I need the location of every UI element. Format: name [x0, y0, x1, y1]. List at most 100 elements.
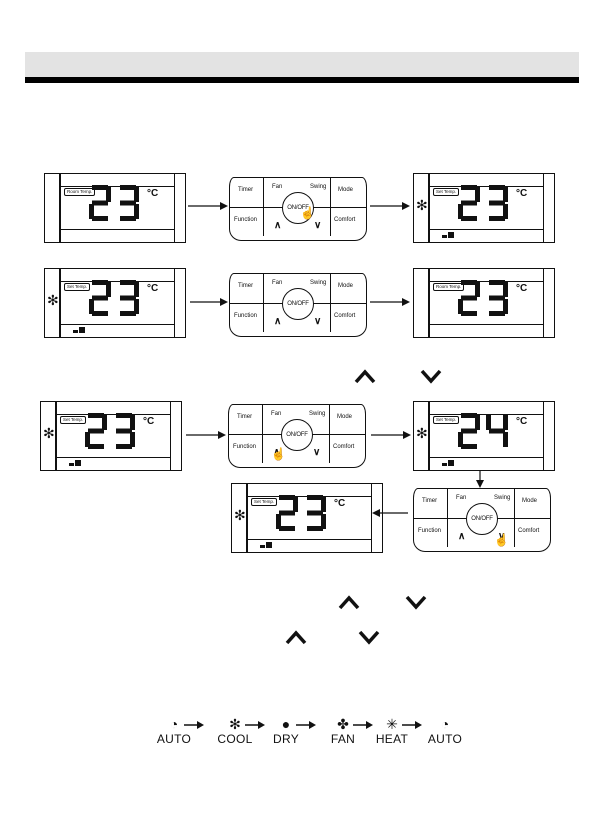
timer-key: Timer: [238, 283, 254, 289]
lcd-display: Set Temp.°C✻: [413, 401, 555, 471]
mode-label: FAN: [330, 732, 356, 746]
temperature-digits: [458, 413, 508, 449]
flow-arrow-down: [476, 470, 484, 488]
function-key: Function: [418, 528, 442, 534]
flow-arrow-right: [370, 298, 410, 306]
temp-tag: Room Temp.: [433, 283, 465, 291]
seven-segment-digit: [276, 495, 298, 531]
down-key-icon: ∨: [314, 220, 322, 231]
celsius-unit: °C: [516, 283, 528, 294]
comfort-key: Comfort: [334, 217, 356, 223]
celsius-unit: °C: [516, 188, 528, 199]
mode-key: Mode: [338, 187, 354, 193]
snowflake-icon: ✻: [47, 292, 59, 308]
mode-item: ◔AUTO: [423, 716, 467, 746]
lcd-display: Room Temp.°C: [44, 173, 186, 243]
comfort-key: Comfort: [333, 444, 355, 450]
section-header-rule: [25, 77, 579, 83]
timer-key: Timer: [238, 187, 254, 193]
mode-label: COOL: [217, 732, 253, 746]
onoff-key: ON/OFF: [466, 503, 498, 535]
fan-key: Fan: [272, 280, 283, 286]
lcd-display: Set Temp. °C ✻: [44, 268, 186, 338]
snowflake-icon: ✻: [416, 197, 428, 213]
temp-tag: Set Temp.: [60, 416, 87, 424]
timer-key: Timer: [422, 498, 438, 504]
temperature-digits: [89, 280, 139, 316]
mode-label: AUTO: [156, 732, 192, 746]
comfort-key: Comfort: [518, 528, 540, 534]
flow-arrow-left: [372, 509, 408, 517]
mode-item: ●DRY: [264, 716, 308, 746]
seven-segment-digit: [120, 185, 139, 221]
pointing-hand-icon: ☝: [300, 206, 315, 220]
temperature-digits: [89, 185, 139, 221]
down-chevron-icon: [405, 595, 427, 610]
pointing-hand-icon: ☝: [271, 447, 286, 461]
sun-icon: ✳: [386, 716, 398, 732]
seven-segment-digit: [85, 413, 107, 449]
mode-key: Mode: [337, 414, 353, 420]
mode-item: ✤FAN: [321, 716, 365, 746]
seven-segment-digit: [307, 495, 326, 531]
temp-tag: Set Temp.: [64, 283, 91, 291]
celsius-unit: °C: [334, 498, 346, 509]
flow-arrow-right: [370, 202, 410, 210]
lcd-display: Set Temp.°C✻: [231, 483, 383, 553]
down-key-icon: ∨: [313, 447, 321, 458]
snowflake-icon: ✻: [43, 425, 55, 441]
seven-segment-digit: [89, 280, 111, 316]
pointing-hand-icon: ☝: [494, 533, 509, 547]
seven-segment-digit: [458, 413, 480, 449]
fan-key: Fan: [456, 495, 467, 501]
up-chevron-icon: [285, 630, 307, 645]
temperature-digits: [458, 280, 508, 316]
flow-arrow-right: [188, 202, 228, 210]
up-key-icon: ∧: [458, 531, 466, 542]
seven-segment-digit: [116, 413, 135, 449]
up-key-icon: ∧: [273, 447, 281, 458]
mode-item: ◔AUTO: [152, 716, 196, 746]
section-header-bar: [25, 52, 579, 77]
mode-next-arrow-icon: [245, 721, 265, 729]
mode-next-arrow-icon: [296, 721, 316, 729]
function-key: Function: [234, 217, 258, 223]
up-chevron-icon: [354, 369, 376, 384]
fan-icon: ✤: [337, 716, 349, 732]
seven-segment-digit: [458, 280, 480, 316]
snowflake-icon: ✻: [416, 425, 428, 441]
temperature-digits: [85, 413, 135, 449]
celsius-unit: °C: [147, 188, 159, 199]
fan-speed-bars-icon: [260, 542, 272, 548]
mode-label: AUTO: [427, 732, 463, 746]
mode-next-arrow-icon: [402, 721, 422, 729]
fan-speed-bars-icon: [69, 460, 81, 466]
onoff-key: ON/OFF: [282, 288, 314, 320]
mode-key: Mode: [338, 283, 354, 289]
mode-next-arrow-icon: [353, 721, 373, 729]
mode-item: ✳HEAT: [370, 716, 414, 746]
fan-speed-bars-icon: [442, 232, 454, 238]
temperature-digits: [458, 185, 508, 221]
down-key-icon: ∨: [314, 316, 322, 327]
swing-key: Swing: [309, 411, 326, 417]
flow-arrow-right: [186, 431, 226, 439]
comfort-key: Comfort: [334, 313, 356, 319]
onoff-key: ON/OFF: [282, 192, 314, 224]
temp-tag: Set Temp.: [433, 188, 460, 196]
swing-key: Swing: [310, 184, 327, 190]
temperature-digits: [276, 495, 326, 531]
seven-segment-digit: [486, 415, 508, 447]
fan-key: Fan: [272, 184, 283, 190]
mode-item: ✻COOL: [213, 716, 257, 746]
seven-segment-digit: [489, 280, 508, 316]
celsius-unit: °C: [516, 416, 528, 427]
fan-speed-bars-icon: [73, 327, 85, 333]
celsius-unit: °C: [147, 283, 159, 294]
down-key-icon: ∨: [498, 531, 506, 542]
fan-speed-bars-icon: [442, 460, 454, 466]
